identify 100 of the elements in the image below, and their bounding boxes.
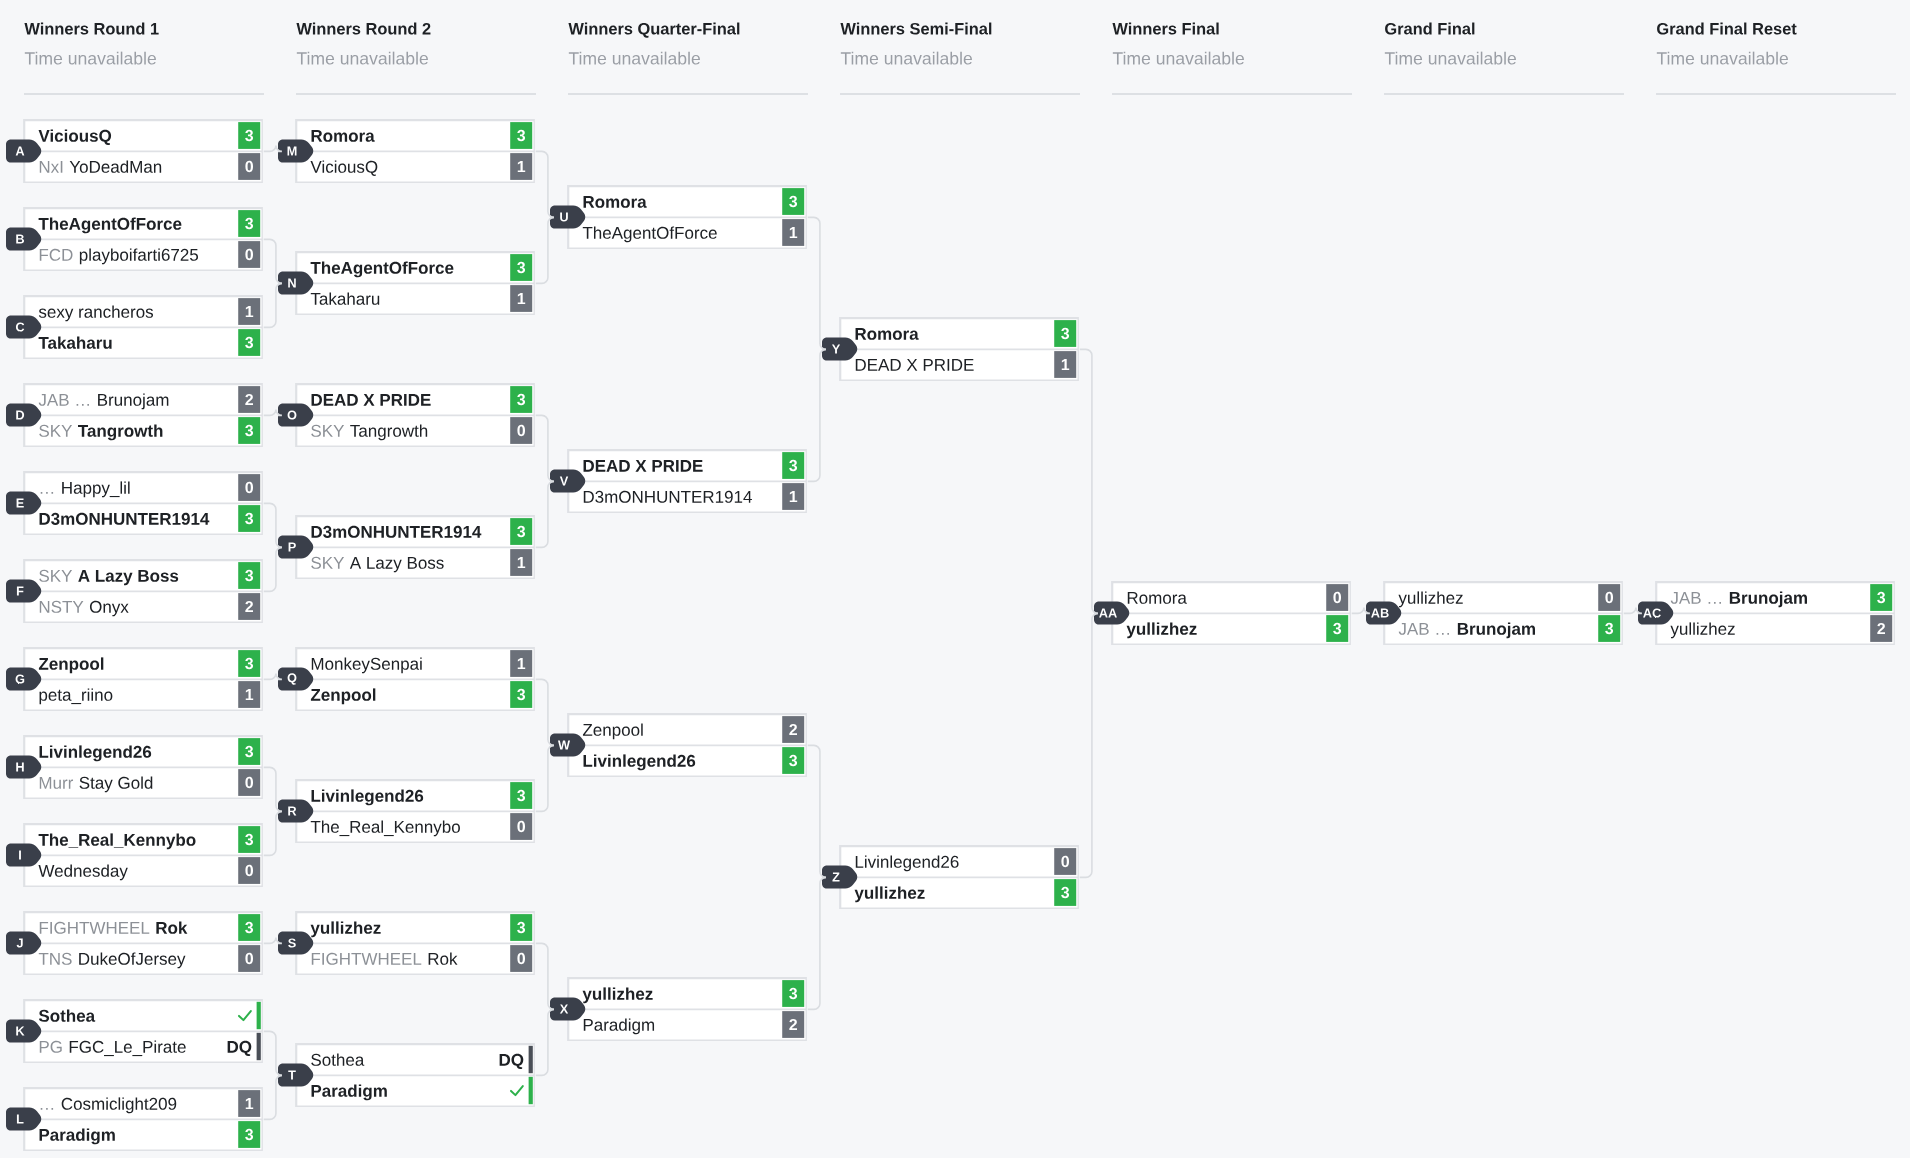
player-name: DEAD X PRIDE bbox=[583, 460, 703, 472]
player-name: Cosmiclight209 bbox=[61, 1097, 177, 1114]
player-name: Takaharu bbox=[38, 336, 112, 349]
column-subtitle: Time unavailable bbox=[1384, 51, 1516, 65]
score-cell: 1 bbox=[510, 650, 533, 677]
player-name: Livinlegend26 bbox=[39, 745, 152, 762]
bracket-line bbox=[534, 150, 555, 219]
result-text: DQ bbox=[227, 1040, 252, 1057]
bracket-line bbox=[1078, 612, 1099, 879]
player-name: Sothea bbox=[38, 1009, 96, 1022]
player-name: The_Real_Kennybo bbox=[310, 820, 460, 837]
player-name: Zenpool bbox=[582, 723, 643, 740]
column-title: Grand Final bbox=[1385, 22, 1475, 35]
team-tag: FCD bbox=[39, 248, 73, 261]
team-tag: SKY bbox=[311, 556, 345, 569]
player-name: Rok bbox=[156, 921, 188, 934]
team-tag: SKY bbox=[311, 424, 345, 437]
bracket-line bbox=[262, 546, 283, 593]
score-cell: 1 bbox=[238, 1090, 261, 1117]
score-cell: 3 bbox=[238, 210, 261, 237]
player-name: yullizhez bbox=[854, 886, 925, 903]
team-tag: SKY bbox=[39, 424, 73, 437]
bracket-line bbox=[806, 744, 827, 879]
player-name: Zenpool bbox=[310, 688, 376, 705]
score-cell: 1 bbox=[238, 298, 261, 325]
player-name: DEAD X PRIDE bbox=[311, 394, 431, 406]
bracket-line bbox=[262, 1074, 283, 1121]
player-name: Paradigm bbox=[311, 1084, 387, 1101]
team-tag: JAB … bbox=[1670, 592, 1721, 604]
bracket-line bbox=[262, 936, 283, 945]
player-name: Livinlegend26 bbox=[583, 754, 696, 771]
player-name: The_Real_Kennybo bbox=[38, 833, 196, 850]
bracket-line bbox=[1078, 348, 1099, 615]
column-title: Winners Round 1 bbox=[24, 22, 159, 35]
bracket-line bbox=[534, 744, 555, 813]
player-name: D3mONHUNTER1914 bbox=[311, 525, 482, 538]
score-cell: 0 bbox=[510, 945, 533, 972]
player-name: D3mONHUNTER1914 bbox=[39, 512, 210, 525]
player-name: yullizhez bbox=[1670, 622, 1735, 639]
score-cell: 0 bbox=[238, 241, 261, 268]
score-cell: 3 bbox=[238, 122, 261, 149]
column-subtitle: Time unavailable bbox=[840, 51, 972, 65]
score-cell: 3 bbox=[1870, 584, 1893, 611]
player-name: yullizhez bbox=[1126, 622, 1197, 639]
bracket-line bbox=[806, 216, 827, 351]
player-name: DEAD X PRIDE bbox=[855, 359, 974, 371]
player-name: yullizhez bbox=[1398, 591, 1463, 608]
bracket-line bbox=[262, 502, 283, 549]
score-cell: 2 bbox=[238, 593, 261, 620]
column-title: Winners Quarter-Final bbox=[568, 22, 740, 38]
score-cell: 0 bbox=[238, 153, 261, 180]
player-name: ViciousQ bbox=[310, 160, 378, 176]
score-cell: 0 bbox=[238, 857, 261, 884]
player-name: Romora bbox=[855, 328, 919, 340]
score-cell: 1 bbox=[782, 483, 805, 510]
team-tag: … bbox=[40, 1107, 54, 1110]
score-cell: 1 bbox=[510, 549, 533, 576]
score-cell: 3 bbox=[238, 562, 261, 589]
score-cell: 1 bbox=[510, 153, 533, 180]
player-name: Romora bbox=[583, 196, 647, 208]
score-cell: 3 bbox=[510, 122, 533, 149]
team-tag: SKY bbox=[39, 569, 73, 582]
player-name: A Lazy Boss bbox=[349, 557, 444, 573]
player-name: Brunojam bbox=[1729, 591, 1807, 608]
score-cell: 3 bbox=[510, 681, 533, 708]
score-cell: 0 bbox=[1326, 584, 1349, 611]
score-cell: 3 bbox=[782, 452, 805, 479]
score-cell: 3 bbox=[238, 826, 261, 853]
bracket-line bbox=[534, 942, 555, 1011]
score-cell: 3 bbox=[510, 254, 533, 281]
score-cell: 3 bbox=[1054, 320, 1077, 347]
score-cell: 0 bbox=[1054, 848, 1077, 875]
bracket-line bbox=[262, 282, 283, 329]
score-cell: 0 bbox=[238, 474, 261, 501]
bracket-line bbox=[1350, 606, 1371, 615]
score-cell: 3 bbox=[238, 417, 261, 444]
score-cell: 3 bbox=[510, 782, 533, 809]
bracket-line bbox=[262, 1030, 283, 1077]
bracket-line bbox=[262, 810, 283, 857]
column-title: Winners Round 2 bbox=[296, 22, 431, 35]
score-cell: 3 bbox=[782, 188, 805, 215]
team-tag: FIGHTWHEEL bbox=[39, 921, 150, 934]
score-cell: 2 bbox=[782, 716, 805, 743]
score-cell: 2 bbox=[1870, 615, 1893, 642]
team-tag: TNS bbox=[38, 952, 72, 965]
player-name: Tangrowth bbox=[78, 424, 163, 441]
column-subtitle: Time unavailable bbox=[296, 51, 428, 65]
score-cell: 2 bbox=[238, 386, 261, 413]
player-name: Happy_lil bbox=[62, 481, 130, 498]
column-title: Winners Semi-Final bbox=[840, 22, 992, 35]
result-text: DQ bbox=[499, 1053, 524, 1070]
bracket-line bbox=[1622, 606, 1643, 615]
bracket-line bbox=[534, 414, 555, 483]
score-cell: 3 bbox=[238, 914, 261, 941]
player-name: Rok bbox=[428, 952, 458, 965]
score-cell: 0 bbox=[1598, 584, 1621, 611]
bracket-line bbox=[534, 1008, 555, 1077]
score-cell: 3 bbox=[1598, 615, 1621, 642]
score-cell: 3 bbox=[238, 1121, 261, 1148]
player-name: peta_riino bbox=[39, 688, 113, 705]
